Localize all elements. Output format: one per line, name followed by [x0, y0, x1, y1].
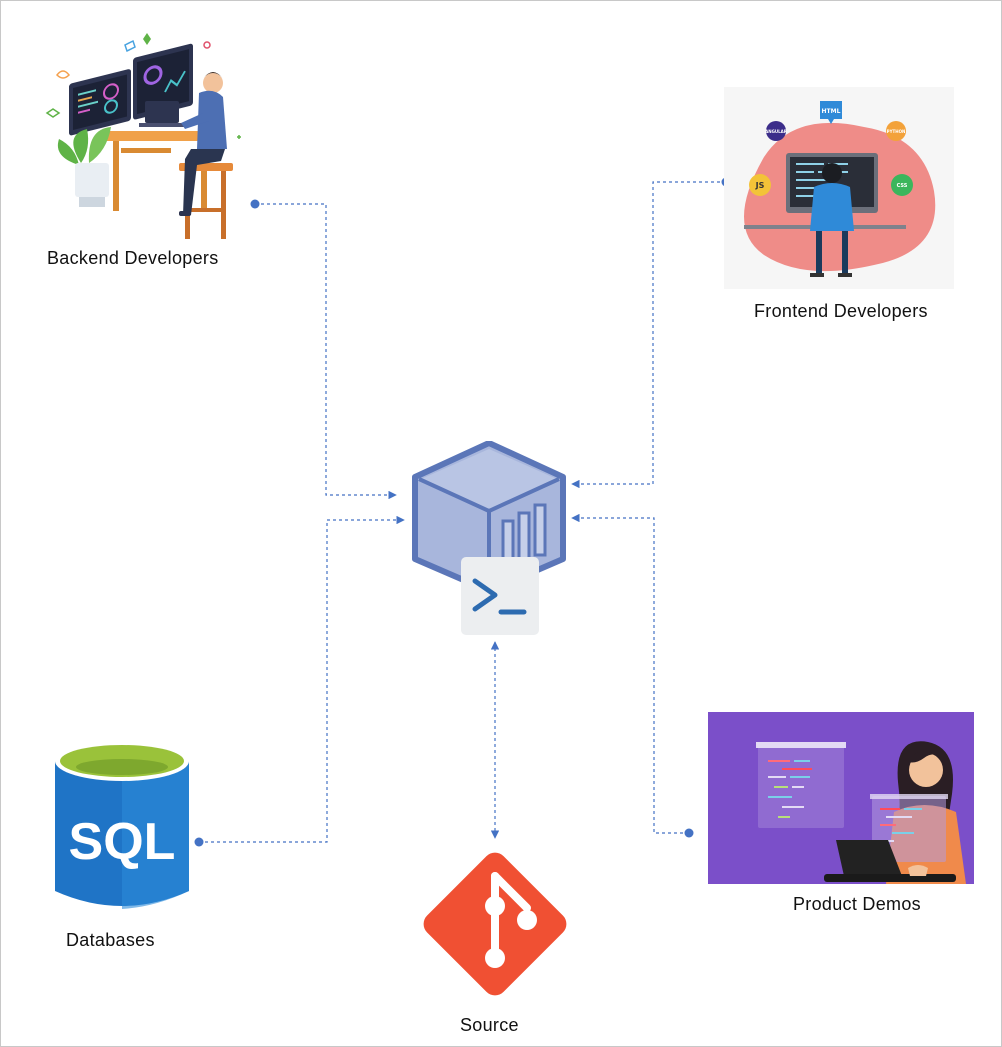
- demos-connector: [571, 513, 689, 834]
- sql-database-icon: SQL: [55, 741, 189, 909]
- databases-connector: [199, 515, 405, 843]
- source-label: Source: [460, 1015, 519, 1035]
- badge-html: HTML: [822, 108, 841, 115]
- developer-illustration: [45, 33, 241, 239]
- sql-logo-text: SQL: [69, 813, 176, 871]
- frontend-connector: [571, 181, 726, 489]
- badge-angular: ANGULAR: [765, 129, 787, 134]
- backend-developers-label: Backend Developers: [47, 248, 219, 268]
- git-icon: [423, 852, 567, 996]
- badge-js: JS: [755, 181, 765, 190]
- demos-connector-dot: [684, 828, 694, 838]
- backend-connector: [255, 203, 397, 500]
- container-icon: [412, 441, 566, 594]
- badge-python: PYTHON: [887, 129, 906, 134]
- demo-illustration: [708, 712, 974, 884]
- databases-label: Databases: [66, 930, 155, 950]
- product-demos-label: Product Demos: [793, 894, 921, 914]
- backend-connector-dot: [250, 199, 260, 209]
- frontend-illustration: HTML ANGULAR PYTHON JS CSS: [724, 87, 954, 289]
- frontend-developers-label: Frontend Developers: [754, 301, 928, 321]
- terminal-icon: [461, 557, 539, 635]
- databases-connector-dot: [194, 837, 204, 847]
- badge-css: CSS: [897, 183, 908, 189]
